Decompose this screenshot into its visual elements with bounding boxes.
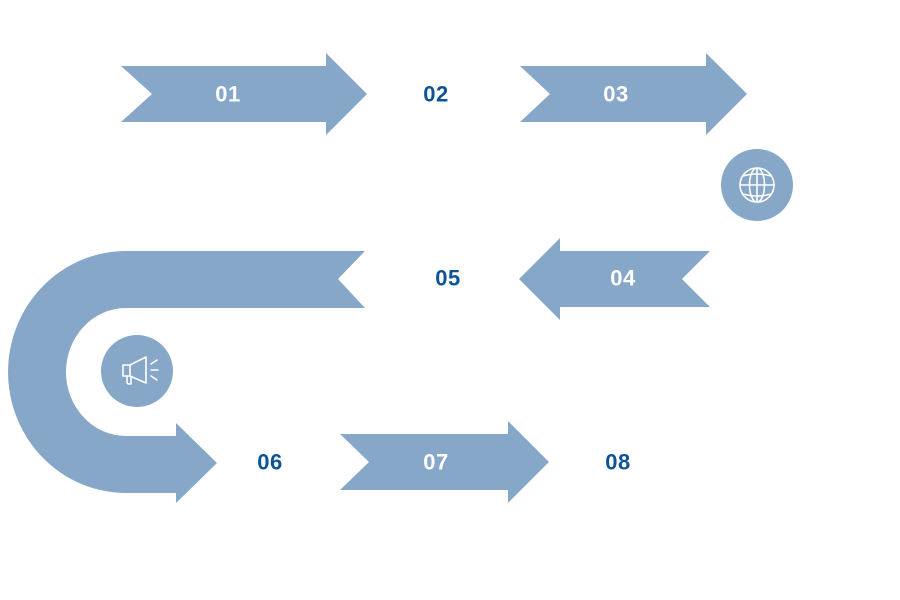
megaphone-icon [101,335,173,407]
globe-icon [721,149,793,221]
step-label-03: 03 [603,82,628,107]
step-label-05: 05 [435,266,460,291]
arrow-step-03 [520,53,747,135]
step-label-04: 04 [610,266,636,291]
arrow-step-04 [519,238,710,320]
step-label-08: 08 [605,450,630,475]
arrow-step-01 [121,53,367,135]
step-label-07: 07 [423,450,448,475]
step-label-02: 02 [423,82,448,107]
step-label-01: 01 [215,82,240,107]
step-label-06: 06 [257,450,282,475]
arrow-step-07 [340,421,549,503]
uturn-arrow [8,251,365,503]
